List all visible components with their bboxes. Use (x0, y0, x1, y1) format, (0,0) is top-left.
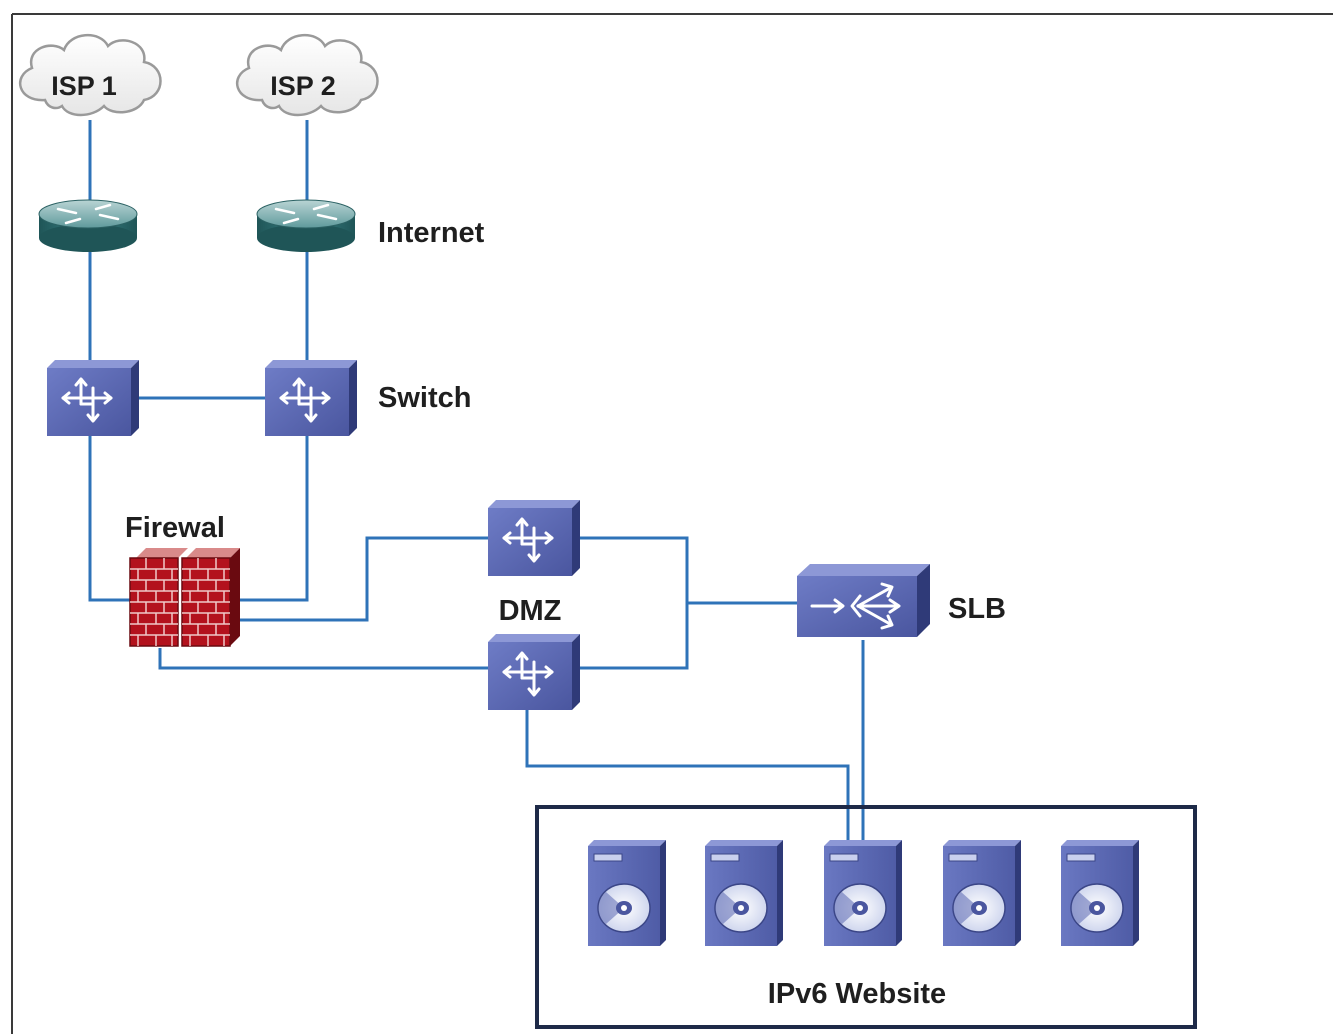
server-icon (942, 839, 1022, 947)
isp1-label: ISP 1 (51, 71, 117, 101)
load-balancer-icon (797, 564, 930, 637)
network-links (88, 120, 865, 840)
switch-label: Switch (378, 382, 471, 414)
server-icon (704, 839, 784, 947)
website-server-group (535, 805, 1197, 1029)
switch-icon (263, 358, 359, 438)
switch-icon (486, 632, 582, 712)
link-firewall-dmz-lower (158, 648, 490, 670)
link-switch2-firewall (240, 432, 309, 602)
slb-label: SLB (948, 593, 1006, 625)
router-icon (37, 198, 139, 254)
server-icon (1060, 839, 1140, 947)
server-icon (587, 839, 667, 947)
link-dmz-switches (578, 536, 689, 670)
server-icon (823, 839, 903, 947)
link-firewall-dmz-upper (240, 536, 490, 622)
firewall-label: Firewal (125, 512, 225, 544)
router-icon (255, 198, 357, 254)
dmz-label: DMZ (499, 595, 562, 627)
internet-label: Internet (378, 217, 485, 249)
link-dmz-server (525, 706, 850, 840)
firewall-icon (129, 548, 240, 647)
isp2-label: ISP 2 (270, 71, 336, 101)
website-label: IPv6 Website (768, 978, 946, 1010)
switch-icon (486, 498, 582, 578)
link-switch1-firewall (88, 432, 132, 602)
switch-icon (45, 358, 141, 438)
